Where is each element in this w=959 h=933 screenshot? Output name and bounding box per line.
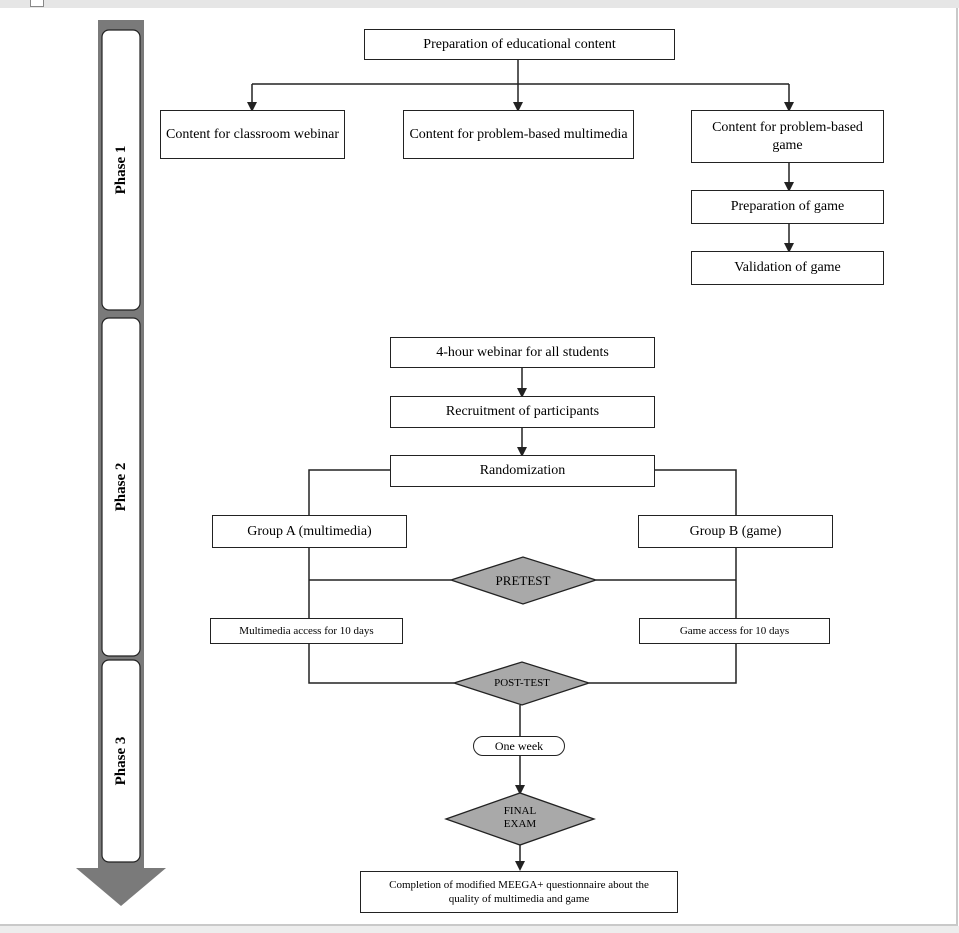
one-week-pill: One week (473, 736, 565, 756)
multimedia-content-box: Content for problem-based multimedia (403, 110, 634, 159)
randomization-box: Randomization (390, 455, 655, 487)
phase-2-label: Phase 2 (112, 462, 129, 512)
group-a-box: Group A (multimedia) (212, 515, 407, 548)
game-content-box: Content for problem-based game (691, 110, 884, 163)
pretest-diamond (448, 556, 599, 605)
phase-arrow-head (76, 868, 166, 906)
final-exam-label: FINAL EXAM (503, 805, 537, 830)
webinar-content-box: Content for classroom webinar (160, 110, 345, 159)
game-preparation-box: Preparation of game (691, 190, 884, 224)
game-validation-box: Validation of game (691, 251, 884, 285)
connector (308, 644, 454, 684)
connector (308, 469, 390, 515)
top-bar (0, 0, 959, 8)
recruitment-box: Recruitment of participants (390, 396, 655, 428)
figure-frame (0, 8, 958, 926)
game-access-box: Game access for 10 days (639, 618, 830, 644)
posttest-label: POST-TEST (494, 676, 550, 689)
multimedia-access-box: Multimedia access for 10 days (210, 618, 403, 644)
preparation-content-box: Preparation of educational content (364, 29, 675, 60)
pretest-label: PRETEST (495, 572, 551, 588)
phase-2-box (101, 317, 141, 657)
phase-3-box (101, 659, 141, 863)
connector (655, 469, 737, 515)
phase-1-label: Phase 1 (112, 145, 129, 195)
posttest-diamond (451, 661, 592, 706)
questionnaire-box: Completion of modified MEEGA+ questionna… (360, 871, 678, 913)
final-exam-diamond (444, 792, 596, 846)
phase-1-box (101, 29, 141, 311)
phase-3-label: Phase 3 (112, 736, 129, 786)
bottom-bar (0, 926, 959, 933)
webinar-box: 4-hour webinar for all students (390, 337, 655, 368)
corner-marker (30, 0, 44, 7)
connector (589, 644, 737, 684)
group-b-box: Group B (game) (638, 515, 833, 548)
